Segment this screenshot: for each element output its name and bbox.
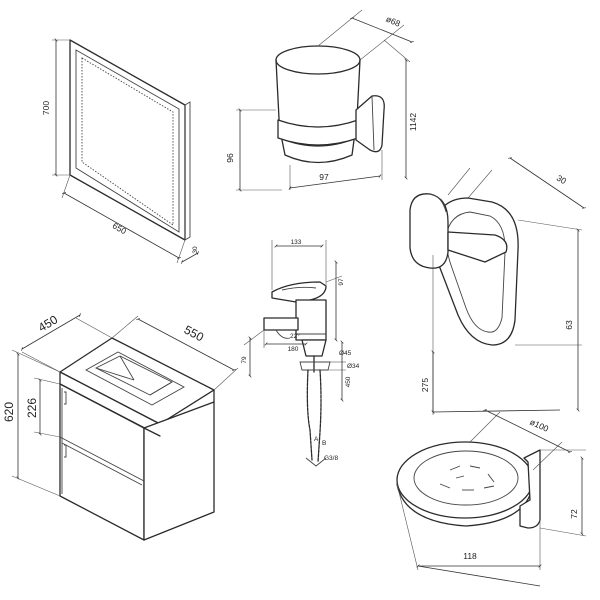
soap-dish-rim xyxy=(396,441,534,519)
towel-projection-dim xyxy=(508,157,586,209)
towel-width-label: 275 xyxy=(420,378,430,392)
faucet-hole-label: Ø45 xyxy=(339,350,352,357)
faucet-base-label: 79 xyxy=(241,356,248,364)
cabinet-width-label: 550 xyxy=(182,323,207,345)
glass-projection-label: 97 xyxy=(319,172,329,182)
basin-bowl xyxy=(85,351,185,406)
faucet-lever xyxy=(271,281,327,303)
soap-diameter-dim xyxy=(483,409,572,453)
mirror-height-label: 700 xyxy=(41,101,51,115)
faucet-hose-b xyxy=(317,369,322,463)
soap-height-label: 72 xyxy=(569,509,579,519)
cabinet-side xyxy=(143,401,215,541)
faucet-label-b: B xyxy=(322,440,326,447)
soap-dish-slots xyxy=(439,465,495,491)
glass-mount-label: 1142 xyxy=(408,113,418,132)
cabinet-height-label: 620 xyxy=(2,402,16,422)
cabinet-drawing: 450 550 620 226 xyxy=(2,312,239,541)
mirror-edge xyxy=(184,101,191,241)
faucet-hole2-label: Ø34 xyxy=(347,363,360,370)
cabinet-drawer-label: 226 xyxy=(25,398,39,418)
faucet-spout-label: 97 xyxy=(338,278,345,286)
towel-height-label: 63 xyxy=(564,320,574,330)
towel-backplate xyxy=(409,193,449,269)
towel-projection-label: 30 xyxy=(555,173,568,187)
cabinet-handle-bottom xyxy=(64,444,67,458)
glass-top xyxy=(275,45,361,75)
glass-bottom xyxy=(281,139,355,164)
glass-arm xyxy=(355,95,385,153)
faucet-height-label: 133 xyxy=(291,239,302,246)
cabinet-depth-label: 450 xyxy=(36,312,61,334)
mirror-led-strip xyxy=(81,57,174,226)
mirror-depth-dim xyxy=(181,251,199,264)
faucet-drawing: A B G3/8 133 97 180 22° 79 Ø45 Ø34 450 xyxy=(241,239,360,467)
faucet-label-a: A xyxy=(314,436,319,443)
mirror-frame xyxy=(69,39,186,241)
soap-dish-inner xyxy=(413,450,519,506)
faucet-base xyxy=(301,339,327,357)
glass-holder-drawing: ø68 96 97 1142 xyxy=(225,9,418,192)
faucet-hose-a xyxy=(306,369,313,461)
mirror-drawing: 700 650 30 xyxy=(41,38,199,264)
cabinet-width-dim xyxy=(136,318,236,371)
faucet-hose-label: 450 xyxy=(345,376,352,387)
cabinet-depth-dim xyxy=(21,313,81,351)
glass-projection-dim xyxy=(288,174,382,190)
glass-diameter-dim xyxy=(350,16,414,44)
faucet-thread-label: G3/8 xyxy=(324,455,338,462)
faucet-depth-label: 180 xyxy=(288,346,299,353)
mirror-width-label: 650 xyxy=(111,221,128,237)
soap-width-label: 118 xyxy=(463,551,477,561)
towel-arm xyxy=(447,231,508,263)
soap-diameter-label: ø100 xyxy=(528,417,550,434)
mirror-width-dim xyxy=(62,192,181,259)
cabinet-drawer-split xyxy=(59,436,145,482)
faucet-angle-label: 22° xyxy=(290,332,300,340)
mirror-depth-label: 30 xyxy=(192,246,199,254)
glass-diameter-label: ø68 xyxy=(384,14,402,29)
glass-height-label: 96 xyxy=(225,153,235,163)
cabinet-handle-top xyxy=(64,391,67,405)
glass-ring xyxy=(277,119,359,146)
towel-holder-drawing: 30 63 275 xyxy=(409,157,586,415)
soap-dish-drawing: ø100 72 118 xyxy=(396,409,587,587)
faucet-spout xyxy=(263,317,299,331)
